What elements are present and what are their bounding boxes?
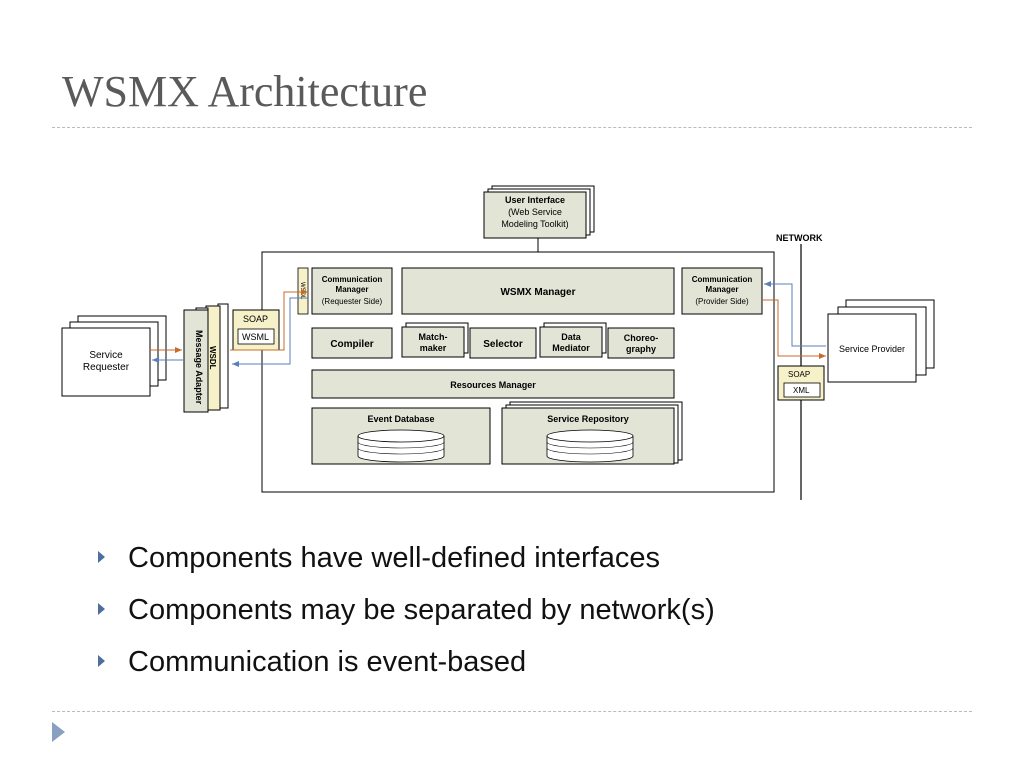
svg-text:Selector: Selector [483, 339, 523, 350]
xml-label: XML [793, 386, 810, 395]
service-repository: Service Repository [501, 401, 683, 465]
selector-box: Selector [469, 327, 537, 359]
message-adapter-label: Message Adapter [194, 330, 204, 405]
svg-text:Choreo-: Choreo- [624, 333, 659, 343]
next-slide-arrow-icon[interactable] [52, 722, 65, 742]
message-adapter-stack: Message Adapter WSDL [183, 303, 229, 413]
footer-divider [52, 711, 972, 712]
bullet-list: Components have well-defined interfaces … [96, 540, 715, 696]
bullet-item: Components may be separated by network(s… [96, 592, 715, 644]
requester-arrows [150, 289, 308, 367]
user-interface-box: User Interface (Web Service Modeling Too… [483, 185, 595, 239]
event-database: Event Database [311, 407, 491, 465]
svg-text:graphy: graphy [626, 344, 656, 354]
service-provider-label: Service Provider [839, 344, 905, 354]
compiler-box: Compiler [311, 327, 393, 359]
provider-arrows [762, 281, 826, 359]
wsmx-manager: WSMX Manager [401, 267, 675, 315]
svg-text:Compiler: Compiler [330, 339, 373, 350]
soap-xml-right: SOAP XML [777, 365, 825, 401]
title-divider [52, 127, 972, 128]
comm-manager-provider: Communication Manager (Provider Side) [681, 267, 763, 315]
user-interface-sublabel-1: (Web Service [508, 207, 562, 217]
bullet-arrow-icon [98, 655, 105, 667]
service-requester-box: Service Requester [61, 315, 167, 397]
soap-label-right: SOAP [788, 370, 810, 379]
choreography-box: Choreo- graphy [607, 327, 675, 359]
user-interface-label: User Interface [505, 195, 565, 205]
resources-manager: Resources Manager [311, 369, 675, 399]
network-label: NETWORK [776, 233, 823, 243]
wsmx-architecture-diagram: User Interface (Web Service Modeling Too… [61, 185, 935, 500]
wsdl-small-label: WSDL [299, 282, 305, 300]
svg-text:Communication: Communication [692, 275, 753, 284]
svg-text:Manager: Manager [336, 285, 369, 294]
slide-title: WSMX Architecture [62, 67, 428, 116]
service-repository-icon [546, 429, 634, 463]
event-database-icon [357, 429, 445, 463]
service-provider-box: Service Provider [827, 299, 935, 383]
wsml-label: WSML [242, 332, 269, 342]
bullet-arrow-icon [98, 603, 105, 615]
wsdl-label-left: WSDL [208, 346, 217, 370]
svg-text:Communication: Communication [322, 275, 383, 284]
data-mediator-box: Data Mediator [539, 322, 607, 358]
service-requester-label-1: Service [89, 350, 123, 361]
soap-wsml-left: SOAP WSML [232, 309, 280, 351]
svg-text:maker: maker [420, 343, 447, 353]
bullet-item: Communication is event-based [96, 644, 715, 696]
svg-text:Event Database: Event Database [367, 414, 434, 424]
bullet-arrow-icon [98, 551, 105, 563]
svg-text:Manager: Manager [706, 285, 739, 294]
svg-text:Mediator: Mediator [552, 343, 590, 353]
matchmaker-box: Match- maker [401, 322, 469, 358]
service-requester-label-2: Requester [83, 362, 130, 373]
comm-manager-requester: Communication Manager (Requester Side) [311, 267, 393, 315]
svg-text:Match-: Match- [419, 332, 448, 342]
svg-text:(Provider Side): (Provider Side) [695, 297, 749, 306]
bullet-item: Components have well-defined interfaces [96, 540, 715, 592]
svg-text:Data: Data [561, 332, 582, 342]
svg-text:(Requester Side): (Requester Side) [322, 297, 383, 306]
wsdl-strip: WSDL [297, 267, 309, 315]
user-interface-sublabel-2: Modeling Toolkit) [501, 219, 568, 229]
svg-text:Service Repository: Service Repository [547, 414, 629, 424]
svg-text:Resources Manager: Resources Manager [450, 380, 536, 390]
soap-label-left: SOAP [243, 314, 268, 324]
svg-text:WSMX Manager: WSMX Manager [500, 287, 575, 298]
